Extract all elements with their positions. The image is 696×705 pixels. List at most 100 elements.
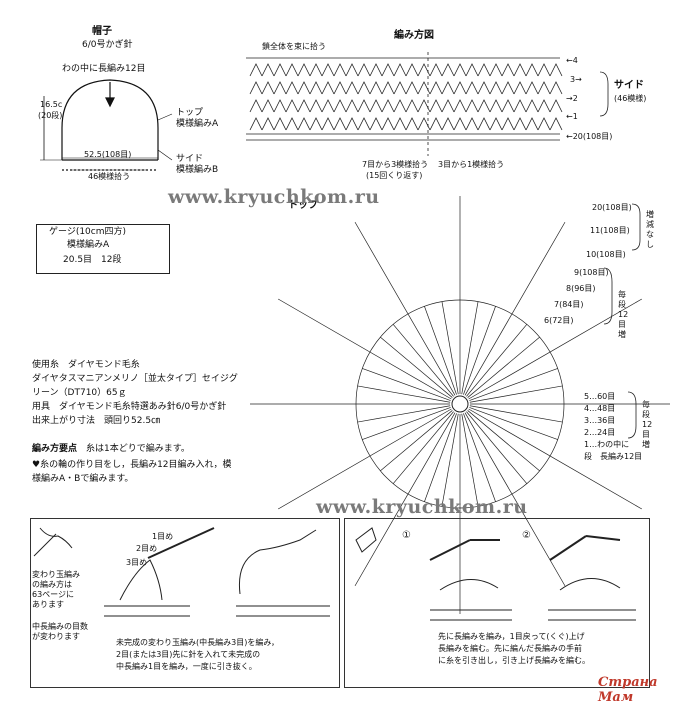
band-stitch-mark bbox=[537, 63, 551, 77]
note-no-increase: 増減なし bbox=[646, 210, 654, 249]
band-stitch-mark bbox=[465, 99, 479, 113]
band-stitch-mark bbox=[285, 117, 299, 131]
radial-stitch-line bbox=[464, 221, 566, 396]
radial-stitch-line bbox=[277, 298, 452, 400]
band-stitch-mark bbox=[285, 81, 299, 95]
band-stitch-mark bbox=[357, 63, 371, 77]
band-stitch-mark bbox=[333, 117, 347, 131]
hat-band-label: 46模様拾う bbox=[88, 172, 131, 181]
radial-stitch-line bbox=[380, 410, 453, 472]
band-stitch-mark bbox=[393, 117, 407, 131]
band-stitch-mark bbox=[465, 81, 479, 95]
band-stitch-mark bbox=[309, 81, 323, 95]
panel-right-caption-1: 先に長編みを編み，1目戻って(くぐ)上げ bbox=[438, 632, 585, 641]
stitch-illustrations bbox=[33, 527, 636, 621]
panel-left-side-2: の編み方は bbox=[32, 580, 72, 589]
points-title-row: 編み方要点 糸は1本どりで編みます。 bbox=[32, 444, 190, 454]
band-stitch-mark bbox=[273, 63, 287, 77]
hat-top-pattern: 模様編みA bbox=[176, 119, 219, 129]
band-stitch-mark bbox=[369, 81, 383, 95]
band-stitch-mark bbox=[345, 63, 359, 77]
band-stitch-mark bbox=[297, 63, 311, 77]
band-stitch-mark bbox=[537, 99, 551, 113]
band-stitch-mark bbox=[405, 63, 419, 77]
band-stitch-mark bbox=[501, 63, 515, 77]
yarn-line-1: ダイヤタスマニアンメリノ［並太タイプ］セイジグ bbox=[32, 374, 238, 384]
radial-stitch-line bbox=[461, 301, 479, 395]
band-stitch-mark bbox=[309, 99, 323, 113]
band-stitch-mark bbox=[453, 81, 467, 95]
pick-note-1b: (15回くり返す) bbox=[366, 171, 423, 180]
band-stitch-mark bbox=[525, 81, 539, 95]
band-stitch-mark bbox=[321, 99, 335, 113]
band-stitch-mark bbox=[501, 81, 515, 95]
band-stitch-mark bbox=[357, 117, 371, 131]
band-stitch-mark bbox=[273, 99, 287, 113]
radial-stitch-line bbox=[468, 298, 643, 400]
band-stitch-mark bbox=[549, 63, 563, 77]
radial-stitch-line bbox=[441, 301, 459, 395]
inner-row-5: 5…60目 bbox=[584, 392, 616, 401]
stitch-label-1: 1目め bbox=[152, 532, 174, 541]
band-stitch-mark bbox=[381, 63, 395, 77]
band-stitch-mark bbox=[369, 63, 383, 77]
radial-stitch-line bbox=[392, 411, 454, 484]
band-stitch-mark bbox=[333, 99, 347, 113]
band-stitch-mark bbox=[369, 99, 383, 113]
note-increase: 毎段12目増 bbox=[618, 290, 629, 339]
radial-stitch-line bbox=[469, 385, 563, 403]
pick-note-2: 3目から1模様拾う bbox=[438, 160, 505, 169]
gauge-title: ゲージ(10cm四方) bbox=[49, 227, 127, 237]
radial-stitch-line bbox=[424, 413, 457, 502]
band-stitch-mark bbox=[249, 63, 263, 77]
row-label-11: 11(108目) bbox=[590, 226, 630, 235]
row-label-6: 6(72目) bbox=[544, 316, 574, 325]
radial-stitch-line bbox=[441, 413, 459, 507]
band-stitch-mark bbox=[321, 81, 335, 95]
band-stitch-mark bbox=[537, 81, 551, 95]
inner-row-1b: 段 長編み12目 bbox=[584, 452, 643, 461]
row-label-20: 20(108目) bbox=[592, 203, 632, 212]
right-illustration-panel bbox=[344, 518, 650, 688]
band-stitch-mark bbox=[453, 117, 467, 131]
band-stitch-mark bbox=[501, 117, 515, 131]
band-stitch-mark bbox=[441, 99, 455, 113]
hat-side-label: サイド bbox=[176, 154, 204, 164]
panel-left-side-3: 63ページに bbox=[32, 590, 75, 599]
panel-left-note: 中長編みの目数 bbox=[32, 622, 88, 631]
hat-hook: 6/0号かぎ針 bbox=[82, 40, 133, 50]
row-label-10: 10(108目) bbox=[586, 250, 626, 259]
panel-left-side-4: あります bbox=[32, 600, 64, 609]
band-stitch-mark bbox=[297, 99, 311, 113]
radial-stitch-line bbox=[468, 408, 643, 510]
band-stitch-mark bbox=[489, 81, 503, 95]
band-stitch-mark bbox=[477, 117, 491, 131]
band-stitch-mark bbox=[417, 81, 431, 95]
arrow-down-icon bbox=[105, 97, 115, 108]
chart-top-label: トップ bbox=[288, 200, 318, 211]
band-stitch-mark bbox=[537, 117, 551, 131]
band-stitch-mark bbox=[249, 99, 263, 113]
step-1: ① bbox=[402, 530, 411, 541]
band-stitch-mark bbox=[513, 81, 527, 95]
band-stitch-mark bbox=[465, 63, 479, 77]
top-circle-chart bbox=[250, 196, 670, 614]
band-stitch-mark bbox=[357, 99, 371, 113]
radial-stitch-line bbox=[463, 306, 496, 395]
stitch-label-3: 3目め bbox=[126, 558, 148, 567]
panel-right-caption-3: に糸を引き出し，引き上げ長編みを編む。 bbox=[438, 656, 590, 665]
band-stitch-mark bbox=[297, 117, 311, 131]
hat-height-dim: 16.5c bbox=[40, 100, 63, 109]
band-stitch-mark bbox=[549, 117, 563, 131]
radial-stitch-line bbox=[467, 336, 540, 398]
band-stitch-mark bbox=[273, 81, 287, 95]
radial-stitch-line bbox=[469, 368, 558, 401]
band-stitch-mark bbox=[513, 63, 527, 77]
band-side-count: (46模様) bbox=[614, 94, 647, 103]
band-stitch-mark bbox=[381, 99, 395, 113]
band-stitch-mark bbox=[429, 99, 443, 113]
band-stitch-mark bbox=[405, 99, 419, 113]
band-stitch-mark bbox=[249, 81, 263, 95]
band-stitch-mark bbox=[489, 63, 503, 77]
watermark-top: www.kryuchkom.ru bbox=[168, 186, 380, 208]
